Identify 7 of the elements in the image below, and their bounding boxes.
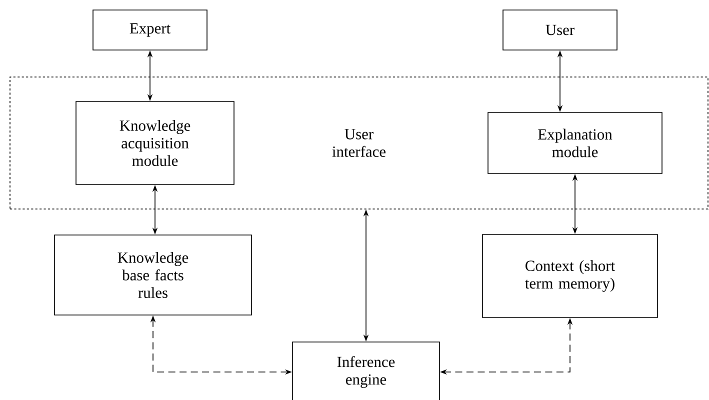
process-box: Context (short term memory) (482, 234, 658, 318)
process-box: Explanation module (488, 112, 662, 174)
process-box: Knowledge base facts rules (54, 234, 252, 316)
process-box: User (502, 10, 618, 50)
process-box: Knowledge acquisition module (76, 101, 234, 185)
process-box: Inference engine (292, 342, 440, 400)
process-box: Expert (92, 10, 208, 50)
